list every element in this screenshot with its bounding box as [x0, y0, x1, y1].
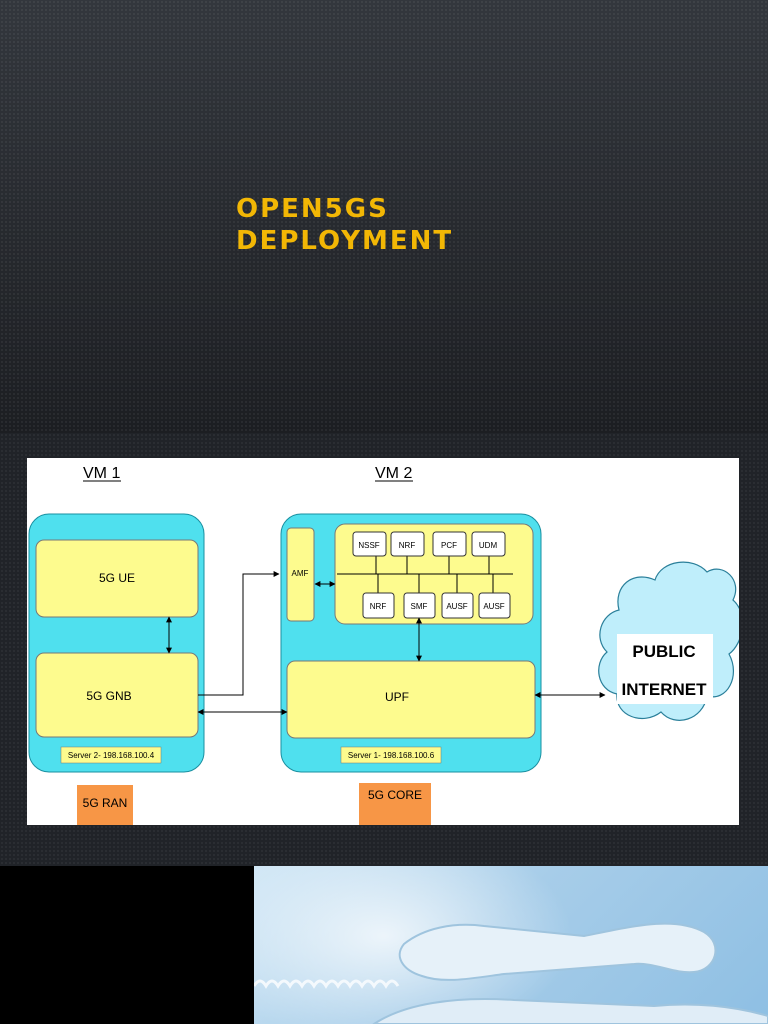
nf-label: NRF	[370, 602, 387, 611]
internet-label-box	[617, 634, 713, 704]
nf-box	[471, 531, 506, 557]
nf-label: SMF	[411, 602, 428, 611]
telephone-icon	[254, 922, 768, 1024]
nf-box	[362, 592, 395, 619]
nf-label: NRF	[399, 541, 416, 550]
server2-box	[60, 746, 162, 764]
server1-box	[340, 746, 442, 764]
nf-box	[441, 592, 474, 619]
server1-label: Server 1- 198.168.100.6	[348, 751, 435, 760]
nf-box	[432, 531, 467, 557]
nf-label: NSSF	[358, 541, 379, 550]
slide-title: OPEN5GS DEPLOYMENT	[236, 193, 453, 257]
internet-label-1: PUBLIC	[632, 642, 695, 661]
title-line-2: DEPLOYMENT	[236, 226, 454, 256]
gnb-amf-link	[198, 571, 280, 696]
nf-label: UDM	[479, 541, 498, 550]
internet-label-2: INTERNET	[622, 680, 708, 699]
gnb-label: 5G GNB	[86, 689, 131, 703]
nf-label: PCF	[441, 541, 457, 550]
nf-box	[390, 531, 425, 557]
phone-base	[372, 998, 768, 1024]
phone-cord	[254, 979, 400, 989]
nf-box	[352, 531, 387, 557]
vm1-label: VM 1	[83, 465, 120, 482]
core-label: 5G CORE	[368, 788, 422, 802]
amf-label: AMF	[292, 569, 309, 578]
ran-label-box	[77, 785, 133, 825]
architecture-diagram: VM 1 VM 2 5G UE 5G GNB Server 2- 198.168…	[27, 458, 744, 825]
title-slide: OPEN5GS DEPLOYMENT	[0, 0, 768, 433]
ue-box	[35, 539, 199, 618]
amf-box	[286, 527, 315, 622]
telephone-photo	[254, 866, 768, 1024]
nf-label: AUSF	[483, 602, 504, 611]
ue-label: 5G UE	[99, 571, 135, 585]
upf-box	[286, 660, 536, 739]
upf-label: UPF	[385, 690, 409, 704]
handset	[398, 922, 717, 981]
nf-label: AUSF	[446, 602, 467, 611]
nf-box	[478, 592, 511, 619]
vm2-label: VM 2	[375, 465, 412, 482]
ran-label: 5G RAN	[83, 796, 128, 810]
server2-label: Server 2- 198.168.100.4	[68, 751, 155, 760]
core-label-box	[359, 783, 431, 825]
title-line-1: OPEN5GS	[236, 194, 389, 224]
